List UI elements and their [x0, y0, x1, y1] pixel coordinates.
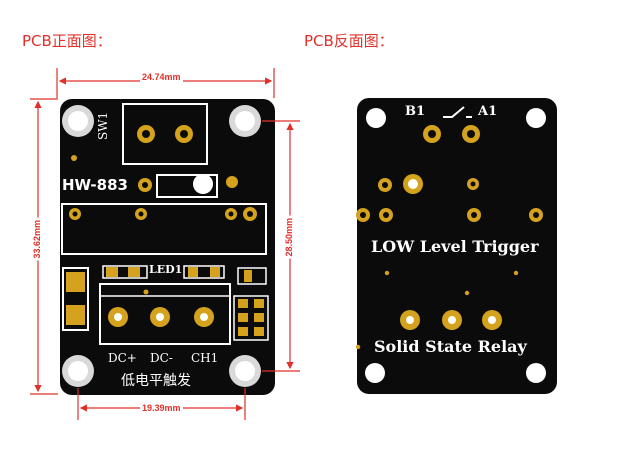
silk-model: HW-883 — [62, 176, 128, 194]
dim-right-height: 28.50mm — [284, 216, 294, 259]
back-mount-holes — [365, 108, 546, 383]
dim-left-height: 33.62mm — [32, 218, 42, 261]
silk-led1: LED1 — [149, 263, 183, 276]
back-pads — [356, 125, 543, 330]
silk-a1: A1 — [478, 104, 498, 119]
silk-product: Solid State Relay — [374, 337, 527, 356]
front-mount-holes — [62, 105, 261, 387]
silk-b1: B1 — [405, 104, 426, 119]
front-caption: PCB正面图： — [22, 32, 112, 50]
terminal-block — [99, 283, 231, 345]
sw1-pads — [137, 125, 193, 143]
silk-trigger: LOW Level Trigger — [371, 237, 539, 256]
relay-pads — [69, 207, 257, 221]
silk-ch1: CH1 — [191, 351, 219, 365]
back-caption: PCB反面图： — [304, 32, 394, 50]
terminal-pads — [108, 307, 214, 327]
silk-dc-plus: DC+ — [108, 351, 137, 365]
sw1-outline — [122, 103, 208, 165]
dim-top-width: 24.74mm — [140, 72, 183, 82]
cap-pad — [62, 267, 89, 331]
silk-dc-minus: DC- — [150, 351, 173, 365]
silk-trigger-cn: 低电平触发 — [121, 373, 191, 389]
dim-bottom-width: 19.39mm — [140, 403, 183, 413]
relay-outline — [61, 203, 267, 255]
silk-sw1: SW1 — [96, 111, 110, 140]
